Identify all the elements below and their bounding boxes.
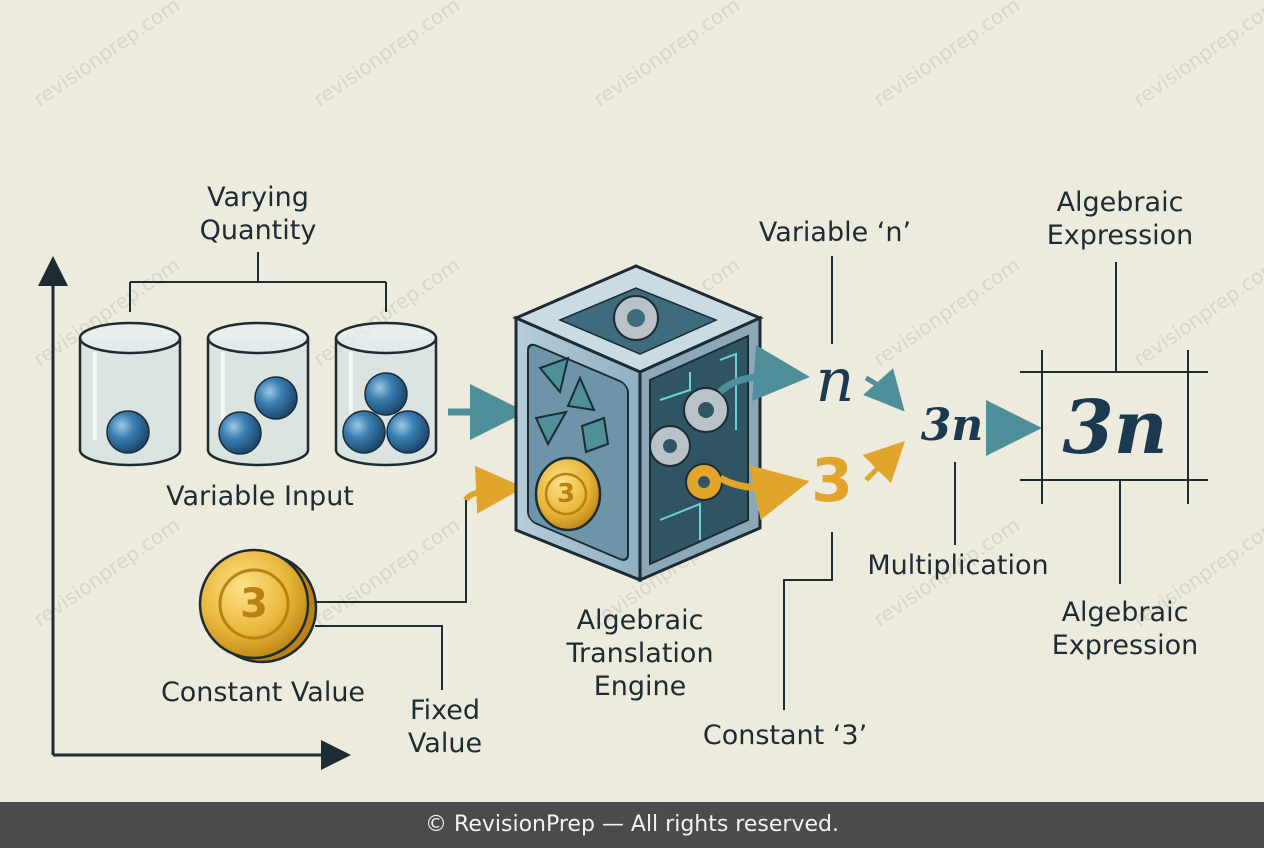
- fixed-value-label: Fixed Value: [407, 695, 483, 759]
- multiplication-label: Multiplication: [867, 550, 1049, 581]
- constant-coin: [198, 548, 318, 664]
- variable-n-label: Variable ‘n’: [758, 217, 912, 248]
- varying-quantity-label: Varying Quantity: [199, 182, 317, 246]
- engine-label: Algebraic Translation Engine: [566, 605, 714, 702]
- expression-top-label: Algebraic Expression: [1046, 187, 1194, 251]
- 3-to-product-arrow: [862, 440, 906, 484]
- engine-to-3-arrow: [718, 465, 810, 520]
- n-to-product-arrow: [863, 368, 905, 412]
- coin-to-engine-arrow: [463, 465, 524, 514]
- variable-input-label: Variable Input: [166, 481, 354, 512]
- constant-3-symbol: 3: [811, 446, 853, 516]
- copyright-footer: © RevisionPrep — All rights reserved.: [0, 802, 1264, 848]
- varying-quantity-bracket: [129, 252, 387, 312]
- variable-n-symbol: n: [815, 346, 855, 416]
- jar-3: [334, 321, 438, 467]
- constant-3-label: Constant ‘3’: [702, 720, 868, 751]
- diagram-graphics: [38, 252, 1208, 770]
- jar-1: [78, 321, 182, 467]
- jar-2: [206, 321, 310, 467]
- expression-frame: [1020, 262, 1208, 584]
- constant-3-leader: [783, 532, 833, 710]
- coin-digit: 3: [240, 581, 268, 627]
- axes: [38, 256, 351, 770]
- product-symbol: 3n: [920, 400, 984, 451]
- engine-to-n-arrow: [717, 345, 810, 401]
- coin-connectors: [315, 500, 467, 690]
- final-expression-symbol: 3n: [1062, 385, 1168, 471]
- translation-engine: [512, 264, 764, 583]
- constant-value-label: Constant Value: [160, 677, 366, 708]
- expression-bottom-label: Algebraic Expression: [1051, 597, 1199, 661]
- engine-coin-digit: 3: [556, 479, 576, 509]
